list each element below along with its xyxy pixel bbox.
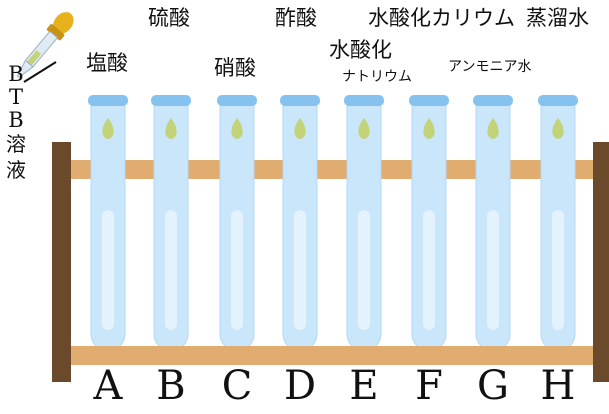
tube-rim [344,95,384,106]
btb-drop [358,118,370,139]
btb-drop [487,118,499,139]
tube-rim [151,95,191,106]
tube-highlight [358,210,370,330]
rack-top-rail [70,160,600,179]
label-sodium-hydroxide-line1: 水酸化 [329,38,392,62]
indicator-label-char-4: 溶 [6,132,26,156]
label-potassium-hydroxide: 水酸化カリウム [368,6,515,30]
tube-rim [217,95,257,106]
dropper-icon [16,12,74,78]
indicator-label-char-3: B [8,108,24,132]
btb-drop [552,118,564,139]
tube-highlight [102,210,114,330]
tube-letter-B: B [156,363,186,409]
tube-rim [88,95,128,106]
indicator-label-char-5: 液 [6,158,26,182]
tube-rim [473,95,513,106]
tube-highlight [165,210,177,330]
tube-rim [280,95,320,106]
label-ammonia-water: アンモニア水 [448,59,532,75]
tube-letter-A: A [93,363,123,409]
tube-letter-H: H [540,363,576,409]
tube-letter-D: D [283,363,317,409]
btb-drop [102,118,114,139]
tube-highlight [294,210,306,330]
label-hydrochloric-acid: 塩酸 [86,51,128,75]
label-acetic-acid: 酢酸 [275,6,317,30]
rack-bottom-rail [70,346,600,365]
tube-highlight [423,210,435,330]
btb-drop [165,118,177,139]
tube-letter-E: E [349,363,379,409]
tube-highlight [552,210,564,330]
btb-drop [231,118,243,139]
btb-drop [423,118,435,139]
tube-highlight [487,210,499,330]
tube-letter-F: F [415,363,443,409]
tube-highlight [231,210,243,330]
label-distilled-water: 蒸溜水 [526,6,589,30]
indicator-label-char-1: B [8,62,24,86]
rack-left-post [52,142,71,382]
tube-letter-G: G [477,363,509,409]
btb-drop [294,118,306,139]
tube-rim [409,95,449,106]
label-nitric-acid: 硝酸 [214,56,256,80]
tube-rim [538,95,578,106]
dropper-leader-line [23,61,57,83]
label-sodium-hydroxide-line2: ナトリウム [342,69,412,85]
indicator-label-char-2: T [8,85,23,109]
tube-letter-C: C [221,363,253,409]
rack-right-post [593,142,609,382]
label-sulfuric-acid: 硫酸 [148,6,190,30]
